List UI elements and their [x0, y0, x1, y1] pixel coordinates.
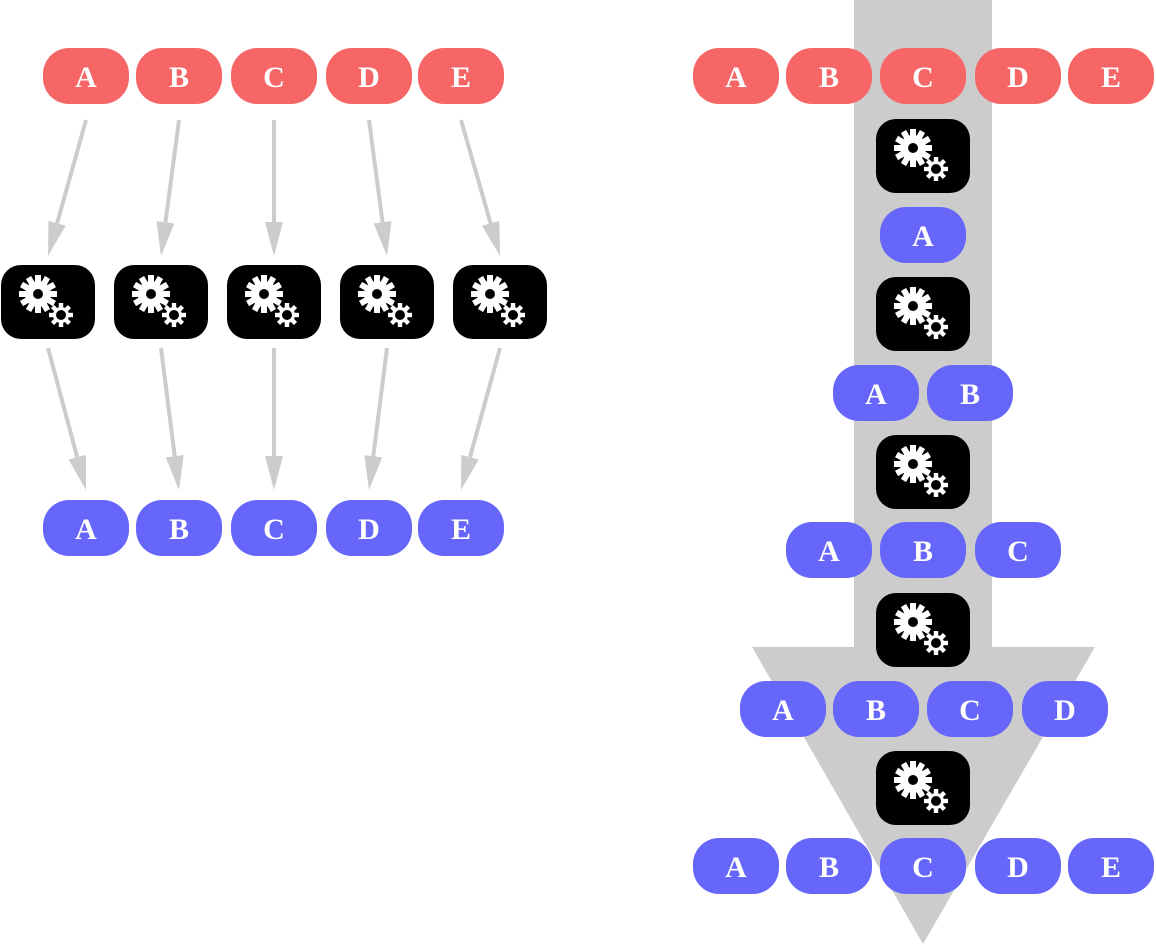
left-arrow-out-4 [364, 347, 389, 490]
left-output-e-label: E [451, 513, 471, 546]
right-input-e-label: E [1101, 61, 1121, 94]
right-stage-5-c: C [880, 838, 966, 894]
right-input-b: B [786, 48, 872, 104]
left-input-a: A [43, 48, 129, 104]
right-stage-4-d: D [1022, 681, 1108, 737]
right-stage-3-b-label: B [913, 535, 933, 568]
right-stage-5-a-label: A [725, 851, 747, 884]
left-input-a-label: A [75, 61, 97, 94]
right-stage-4-c: C [927, 681, 1013, 737]
right-stage-5-b: B [786, 838, 872, 894]
left-input-d-label: D [358, 61, 380, 94]
left-input-c-label: C [263, 61, 285, 94]
right-input-a-label: A [725, 61, 747, 94]
left-output-d-label: D [358, 513, 380, 546]
right-stage-5-b-label: B [819, 851, 839, 884]
right-stage-5-e: E [1068, 838, 1154, 894]
right-input-a: A [693, 48, 779, 104]
left-arrow-in-3 [265, 120, 283, 256]
left-input-d: D [326, 48, 412, 104]
right-input-b-label: B [819, 61, 839, 94]
left-arrow-out-5 [461, 347, 502, 490]
right-stage-3-c: C [975, 522, 1061, 578]
left-processor-5 [453, 265, 547, 339]
right-input-c-label: C [912, 61, 934, 94]
right-stage-3-a-label: A [818, 535, 840, 568]
left-output-e: E [418, 500, 504, 556]
right-input-e: E [1068, 48, 1154, 104]
left-input-e-label: E [451, 61, 471, 94]
right-processor-2 [876, 277, 970, 351]
left-input-e: E [418, 48, 504, 104]
right-stage-5-e-label: E [1101, 851, 1121, 884]
left-arrow-in-4 [367, 119, 392, 256]
right-input-c: C [880, 48, 966, 104]
right-stage-5-d-label: D [1007, 851, 1029, 884]
right-processor-5 [876, 751, 970, 825]
right-processor-4 [876, 593, 970, 667]
left-arrow-out-1 [46, 347, 86, 490]
left-input-c: C [231, 48, 317, 104]
left-output-d: D [326, 500, 412, 556]
right-stage-5-d: D [975, 838, 1061, 894]
left-input-b: B [136, 48, 222, 104]
left-arrow-out-2 [159, 347, 184, 490]
left-arrow-in-1 [48, 119, 88, 256]
left-processor-1 [1, 265, 95, 339]
right-stage-3-c-label: C [1007, 535, 1029, 568]
right-input-d: D [975, 48, 1061, 104]
right-processor-3 [876, 435, 970, 509]
right-stage-5-a: A [693, 838, 779, 894]
right-stage-4-a-label: A [772, 694, 794, 727]
left-arrow-in-5 [459, 119, 500, 256]
right-stage-3-b: B [880, 522, 966, 578]
left-input-b-label: B [169, 61, 189, 94]
right-stage-2-a: A [833, 365, 919, 421]
right-stage-1-a: A [880, 207, 966, 263]
left-arrow-in-2 [156, 119, 181, 256]
right-stage-2-a-label: A [865, 378, 887, 411]
left-arrow-out-3 [265, 348, 283, 490]
right-stage-4-a: A [740, 681, 826, 737]
right-processor-1 [876, 119, 970, 193]
right-stage-4-b: B [833, 681, 919, 737]
right-stage-3-a: A [786, 522, 872, 578]
right-stage-4-b-label: B [866, 694, 886, 727]
right-input-d-label: D [1007, 61, 1029, 94]
right-stage-5-c-label: C [912, 851, 934, 884]
right-stage-1-a-label: A [912, 220, 934, 253]
right-stage-4-c-label: C [959, 694, 981, 727]
left-processor-3 [227, 265, 321, 339]
left-processor-2 [114, 265, 208, 339]
left-output-a-label: A [75, 513, 97, 546]
left-output-b: B [136, 500, 222, 556]
left-output-c-label: C [263, 513, 285, 546]
right-stage-2-b: B [927, 365, 1013, 421]
left-output-c: C [231, 500, 317, 556]
left-output-b-label: B [169, 513, 189, 546]
right-stage-4-d-label: D [1054, 694, 1076, 727]
left-output-a: A [43, 500, 129, 556]
right-stage-2-b-label: B [960, 378, 980, 411]
left-processor-4 [340, 265, 434, 339]
